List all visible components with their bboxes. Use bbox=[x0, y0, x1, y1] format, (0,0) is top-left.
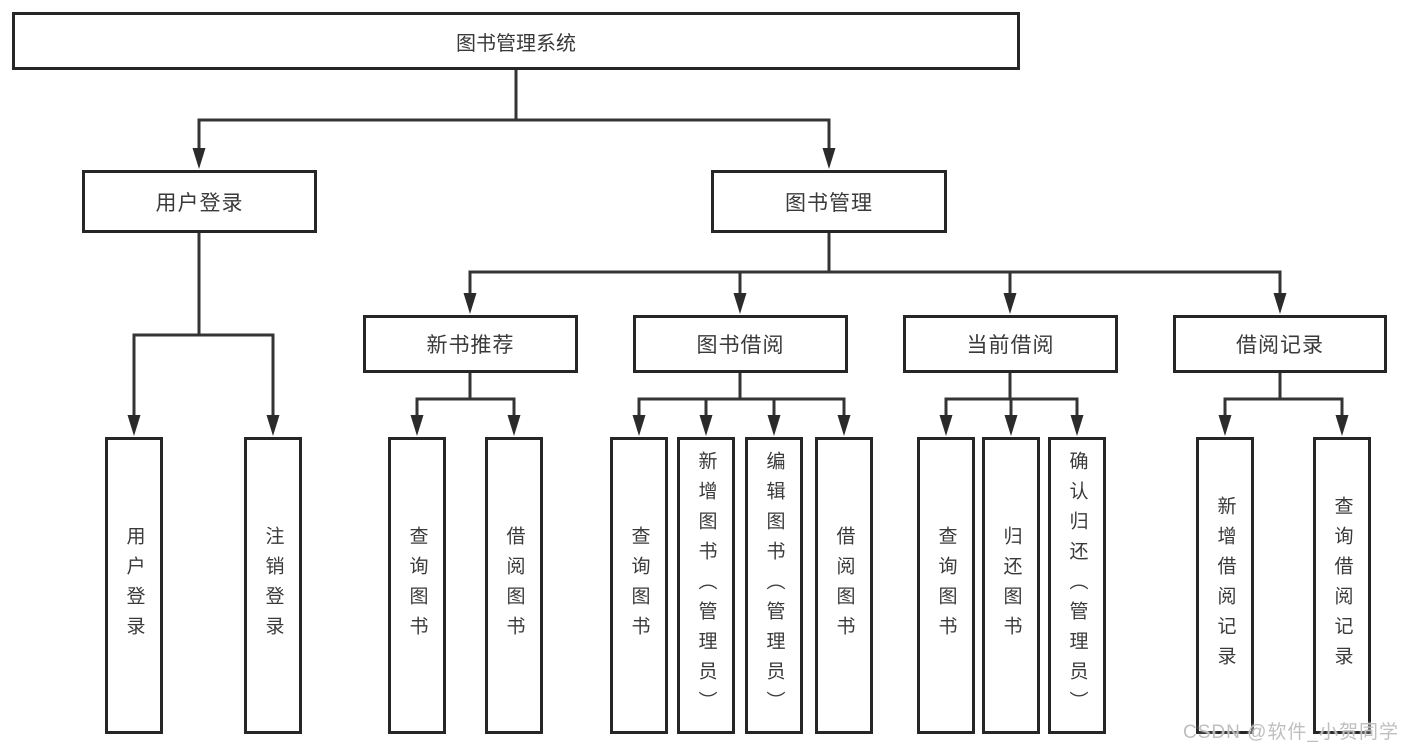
node-logout: 注销登录 bbox=[244, 437, 302, 734]
node-label: 图书借阅 bbox=[696, 334, 785, 357]
node-add-borrow-record: 新增借阅记录 bbox=[1196, 437, 1254, 734]
node-label: 查询图书 bbox=[406, 525, 428, 646]
node-return-books: 归还图书 bbox=[982, 437, 1040, 734]
node-edit-books-admin: 编辑图书（管理员） bbox=[745, 437, 803, 734]
node-label: 借阅图书 bbox=[503, 525, 525, 646]
arrowhead-icons bbox=[127, 148, 1349, 436]
node-label: 注销登录 bbox=[262, 525, 284, 646]
node-label: 查询图书 bbox=[935, 525, 957, 646]
node-user-login: 用户登录 bbox=[105, 437, 163, 734]
node-label: 归还图书 bbox=[1000, 525, 1022, 646]
node-add-books-admin: 新增图书（管理员） bbox=[677, 437, 735, 734]
node-label: 查询借阅记录 bbox=[1331, 495, 1353, 676]
node-label: 查询图书 bbox=[628, 525, 650, 646]
node-query-borrow-record: 查询借阅记录 bbox=[1313, 437, 1371, 734]
node-library-management-system: 图书管理系统 bbox=[12, 12, 1020, 70]
node-label: 编辑图书（管理员） bbox=[763, 450, 785, 721]
node-query-books-current: 查询图书 bbox=[917, 437, 975, 734]
node-label: 新书推荐 bbox=[426, 334, 515, 357]
node-label: 借阅图书 bbox=[833, 525, 855, 646]
node-current-borrowing: 当前借阅 bbox=[903, 315, 1118, 373]
node-confirm-return-admin: 确认归还（管理员） bbox=[1048, 437, 1106, 734]
node-query-books-borrowing: 查询图书 bbox=[610, 437, 668, 734]
csdn-watermark: CSDN @软件_小贺同学 bbox=[1183, 722, 1399, 743]
node-new-book-recommendation: 新书推荐 bbox=[363, 315, 578, 373]
node-query-books-recommend: 查询图书 bbox=[388, 437, 446, 734]
node-borrow-books: 借阅图书 bbox=[815, 437, 873, 734]
node-label: 新增图书（管理员） bbox=[695, 450, 717, 721]
node-label: 图书管理系统 bbox=[456, 32, 576, 55]
node-book-borrowing: 图书借阅 bbox=[633, 315, 848, 373]
node-label: 用户登录 bbox=[155, 191, 244, 215]
node-label: 确认归还（管理员） bbox=[1066, 450, 1088, 721]
node-label: 新增借阅记录 bbox=[1214, 495, 1236, 676]
node-label: 借阅记录 bbox=[1236, 334, 1324, 357]
node-label: 当前借阅 bbox=[966, 334, 1055, 357]
node-label: 用户登录 bbox=[123, 525, 145, 646]
node-book-management-module: 图书管理 bbox=[711, 170, 947, 233]
node-user-login-module: 用户登录 bbox=[82, 170, 317, 233]
node-borrow-books-recommend: 借阅图书 bbox=[485, 437, 543, 734]
node-borrowing-records: 借阅记录 bbox=[1173, 315, 1387, 373]
node-label: 图书管理 bbox=[785, 191, 873, 215]
